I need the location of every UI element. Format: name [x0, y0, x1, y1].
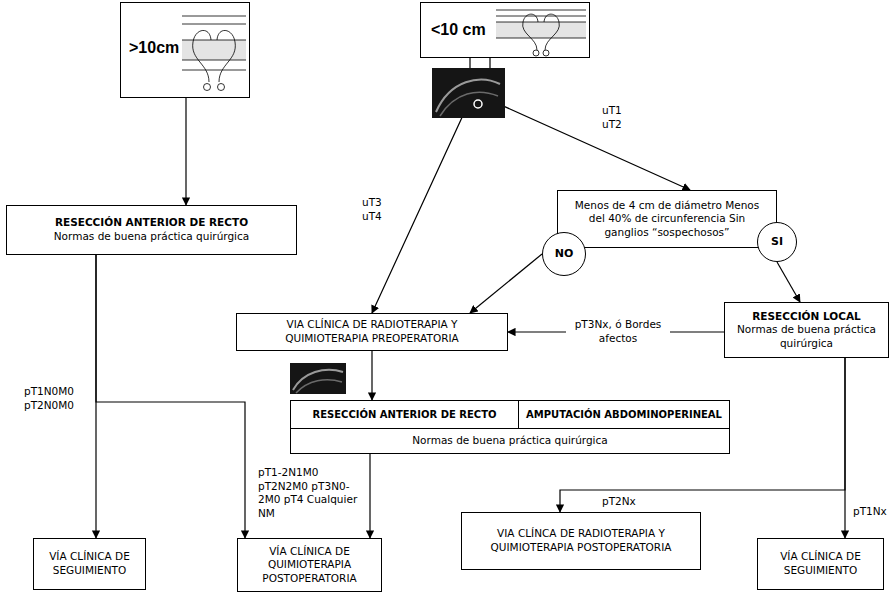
size-box: <10 cm [420, 2, 590, 58]
decision-answer: SI [757, 222, 797, 262]
pathway-box: VÍA CLÍNICA DE SEGUIMIENTO [757, 538, 884, 590]
connector-arrow [777, 262, 800, 302]
box-subtext: Normas de buena práctica quirúrgica [12, 230, 291, 244]
decision-box: Menos de 4 cm de diámetro Menos del 40% … [557, 190, 777, 248]
pathway-box: VÍA CLÍNICA DE SEGUIMIENTO [33, 538, 146, 590]
box-text: RESECCIÓN LOCAL [731, 310, 882, 324]
rectum-sketch [496, 10, 586, 56]
process-box: RESECCIÓN LOCALNormas de buena práctica … [724, 302, 889, 358]
box-text: VÍA CLÍNICA DE SEGUIMIENTO [38, 550, 141, 577]
connector-arrow [185, 98, 186, 205]
box-text: Menos de 4 cm de diámetro Menos del 40% … [568, 199, 766, 240]
box-text: NO [555, 247, 574, 261]
decision-answer: NO [542, 232, 586, 276]
connector-arrow [371, 351, 372, 400]
connector-arrow [490, 58, 690, 190]
box-subtext: Normas de buena práctica quirúrgica [291, 429, 729, 453]
box-text: <10 cm [431, 21, 589, 39]
ultrasound-image [432, 68, 505, 118]
box-text: VIA CLÍNCA DE RADIOTERAPIA Y QUIMIOTERAP… [468, 527, 694, 554]
size-box: >10cm [120, 2, 250, 98]
edge-label: pT1N0M0 pT2N0M0 [22, 385, 94, 412]
connector-arrow [844, 358, 845, 538]
box-text: RESECCIÓN ANTERIOR DE RECTO [12, 216, 291, 230]
connector-arrow [96, 255, 245, 538]
process-box: RESECCIÓN ANTERIOR DE RECTONormas de bue… [6, 205, 297, 255]
edge-label: pT1Nx [851, 505, 889, 519]
edge-label: uT3 uT4 [360, 196, 400, 223]
box-text: SI [771, 235, 783, 249]
box-text: VÍA CLÍNICA DE QUIMIOTERAPIA POSTOPERATO… [242, 545, 377, 586]
process-box: VIA CLÍNICA DE RADIOTERAPIA Y QUIMIOTERA… [236, 313, 508, 351]
edge-label: pT3Nx, ó Bordes afectos [566, 318, 670, 345]
process-box: RESECCIÓN ANTERIOR DE RECTOAMPUTACIÓN AB… [290, 400, 730, 454]
edge-label: pT2Nx [600, 495, 638, 509]
box-subtext: AMPUTACIÓN ABDOMINOPERINEAL [519, 401, 729, 429]
pathway-box: VIA CLÍNCA DE RADIOTERAPIA Y QUIMIOTERAP… [461, 512, 701, 570]
connector-arrow [470, 254, 542, 313]
edge-label: uT1 uT2 [600, 104, 640, 131]
box-text: VÍA CLÍNICA DE SEGUIMIENTO [762, 550, 879, 577]
box-text: RESECCIÓN ANTERIOR DE RECTO [291, 401, 519, 429]
connector-arrow [369, 454, 370, 538]
box-text: VIA CLÍNICA DE RADIOTERAPIA Y QUIMIOTERA… [245, 318, 499, 345]
ultrasound-image [290, 363, 346, 394]
pathway-box: VÍA CLÍNICA DE QUIMIOTERAPIA POSTOPERATO… [237, 538, 382, 592]
box-subtext: Normas de buena práctica quirúrgica [731, 323, 882, 350]
rectum-sketch [182, 16, 246, 91]
box-text: >10cm [129, 39, 249, 57]
edge-label: pT1-2N1M0 pT2N2M0 pT3N0-2M0 pT4 Cualquie… [256, 466, 364, 521]
